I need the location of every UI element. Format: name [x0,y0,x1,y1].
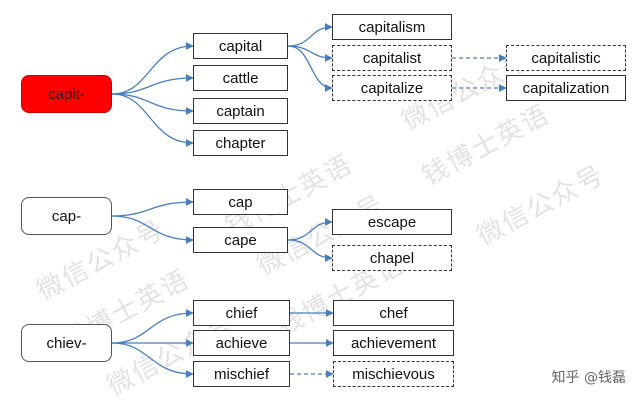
word-chef: chef [333,300,454,326]
word-cape: cape [193,227,288,253]
word-chapel: chapel [332,245,452,271]
word-capitalist: capitalist [332,45,452,71]
link-capit-chapter [111,93,194,147]
root-cap: cap- [21,197,112,235]
word-captain: captain [193,98,288,124]
word-cattle: cattle [193,65,288,91]
word-capitalism: capitalism [332,14,452,40]
link-capital-capitalism [287,23,333,47]
word-achievement: achievement [333,330,454,356]
word-chapter: chapter [193,130,288,156]
word-capital: capital [193,33,288,59]
link-capit-cattle [111,74,194,95]
link-cape-escape [287,218,333,241]
link-chiev-mischief [111,342,194,378]
word-capitalize: capitalize [332,75,452,101]
word-capitalistic: capitalistic [506,45,626,71]
word-capitalization: capitalization [506,75,626,101]
word-achieve: achieve [193,330,290,356]
word-cap: cap [193,189,288,215]
author-credit: 知乎 @钱磊 [551,370,626,386]
word-mischief: mischief [193,361,290,387]
link-capit-capital [111,42,194,95]
link-cap-cape [111,215,194,244]
link-cap-capword [111,198,194,217]
root-capit: capit- [21,75,112,113]
word-chief: chief [193,300,290,326]
link-chiev-chief [111,309,194,344]
word-mischievous: mischievous [333,361,454,387]
word-escape: escape [332,209,452,235]
link-cape-chapel [287,239,333,262]
link-capit-captain [111,93,194,115]
link-capital-capitalize [287,45,333,92]
root-chiev: chiev- [21,324,112,362]
